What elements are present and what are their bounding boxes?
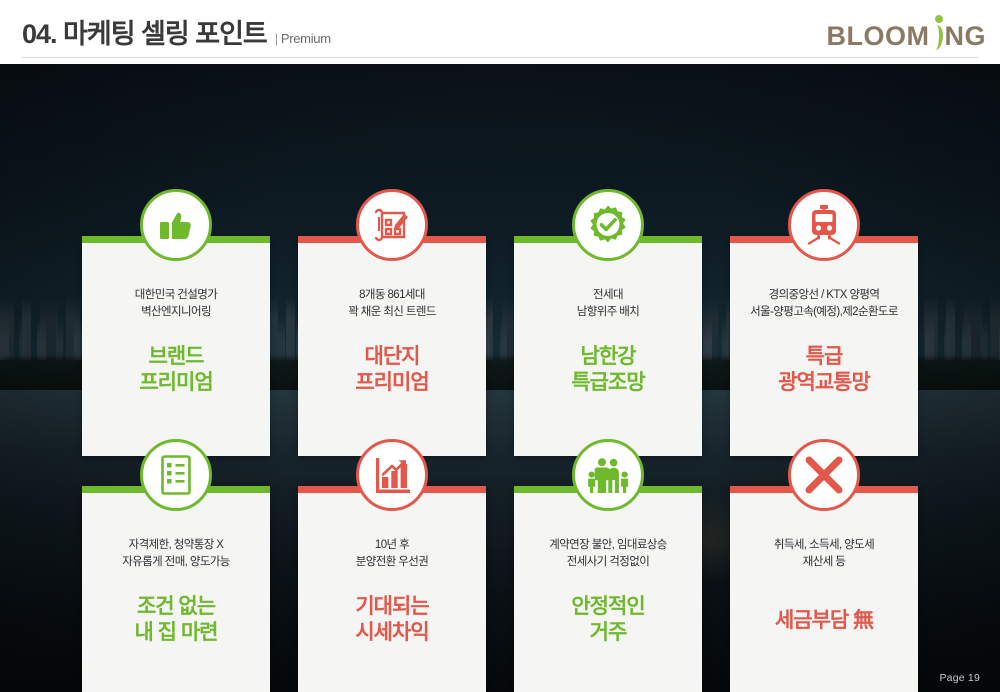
card-head-line-2: 시세차익 bbox=[355, 621, 429, 645]
card-head-line-1: 안정적인 bbox=[571, 594, 645, 618]
card-desc-line-2: 벽산엔지니어링 bbox=[141, 306, 211, 319]
card-head-line-2: 거주 bbox=[589, 621, 628, 645]
card-desc-line-2: 분양전환 우선권 bbox=[355, 556, 429, 569]
card-desc-line-1: 대한민국 건설명가 bbox=[134, 289, 218, 301]
train-icon bbox=[788, 189, 860, 261]
logo-text-part2: NG bbox=[944, 21, 986, 51]
logo-text: BLOOM NG bbox=[826, 15, 987, 51]
subtitle-text: Premium bbox=[280, 31, 331, 46]
card-desc-line-2: 재산세 등 bbox=[802, 556, 846, 569]
card-accent-bar bbox=[298, 439, 486, 511]
slide-header: 04. 마케팅 셀링 포인트 |Premium BLOOM NG bbox=[0, 0, 1000, 64]
card-accent-bar bbox=[730, 189, 918, 261]
card-head-line-1: 대단지 bbox=[364, 344, 421, 368]
card-desc-line-1: 계약연장 불안, 임대료상승 bbox=[549, 539, 667, 551]
page-number: Page 19 bbox=[939, 672, 980, 684]
family-icon bbox=[572, 439, 644, 511]
card-desc-line-2: 꽉 채운 최신 트렌드 bbox=[348, 306, 436, 319]
brand-logo: BLOOM NG bbox=[826, 15, 987, 51]
card-accent-bar bbox=[298, 189, 486, 261]
card-desc-line-1: 10년 후 bbox=[374, 539, 410, 551]
card-head-line-2: 특급조망 bbox=[571, 371, 645, 395]
logo-dot bbox=[934, 15, 943, 23]
card-desc-line-1: 전세대 bbox=[593, 289, 624, 301]
card-head-line-1: 브랜드 bbox=[148, 344, 205, 368]
card-head-line-2: 프리미엄 bbox=[139, 371, 213, 395]
x-mark-icon bbox=[788, 439, 860, 511]
page-title: 04. 마케팅 셀링 포인트 bbox=[22, 19, 268, 49]
card-headline: 세금부담 無 bbox=[738, 608, 910, 635]
subtitle-divider: | bbox=[274, 31, 278, 46]
card-desc-line-2: 전세사기 걱정없이 bbox=[566, 556, 650, 569]
blueprint-icon bbox=[356, 189, 428, 261]
card-accent-bar bbox=[730, 439, 918, 511]
card-head-line-1: 기대되는 bbox=[355, 594, 429, 618]
card-head-line-1: 특급 bbox=[805, 344, 844, 368]
page-subtitle: |Premium bbox=[275, 31, 331, 46]
card-desc-line-1: 자격제한, 청약통장 X bbox=[128, 539, 224, 551]
card-desc-line-1: 경의중앙선 / KTX 양평역 bbox=[768, 289, 880, 301]
logo-i-icon bbox=[930, 15, 945, 50]
header-divider bbox=[22, 57, 978, 58]
card-head-line-1: 남한강 bbox=[580, 344, 637, 368]
card-accent-bar bbox=[514, 189, 702, 261]
card-head-line-1: 세금부담 無 bbox=[774, 608, 874, 632]
thumbs-up-icon bbox=[140, 189, 212, 261]
header-title-group: 04. 마케팅 셀링 포인트 |Premium bbox=[22, 12, 331, 51]
checklist-icon bbox=[140, 439, 212, 511]
card-desc-line-1: 8개동 861세대 bbox=[359, 289, 425, 301]
card-desc-line-1: 취득세, 소득세, 양도세 bbox=[773, 539, 875, 551]
bar-chart-up-icon bbox=[356, 439, 428, 511]
card-description: 자격제한, 청약통장 X 자유롭게 전매, 양도가능 bbox=[90, 537, 262, 572]
check-seal-icon bbox=[572, 189, 644, 261]
card-head-line-2: 광역교통망 bbox=[778, 371, 871, 395]
card-head-line-1: 조건 없는 bbox=[136, 594, 216, 618]
card-desc-line-2: 남향위주 배치 bbox=[576, 306, 640, 319]
card-head-line-2: 프리미엄 bbox=[355, 371, 429, 395]
card-head-line-2: 내 집 마련 bbox=[134, 621, 219, 645]
card-accent-bar bbox=[82, 189, 270, 261]
card-accent-bar bbox=[82, 439, 270, 511]
card-desc-line-2: 서울-양평고속(예정),제2순환도로 bbox=[750, 306, 898, 319]
logo-text-part1: BLOOM bbox=[826, 21, 930, 51]
logo-stroke bbox=[932, 25, 943, 50]
card-accent-bar bbox=[514, 439, 702, 511]
card-desc-line-2: 자유롭게 전매, 양도가능 bbox=[122, 556, 230, 569]
